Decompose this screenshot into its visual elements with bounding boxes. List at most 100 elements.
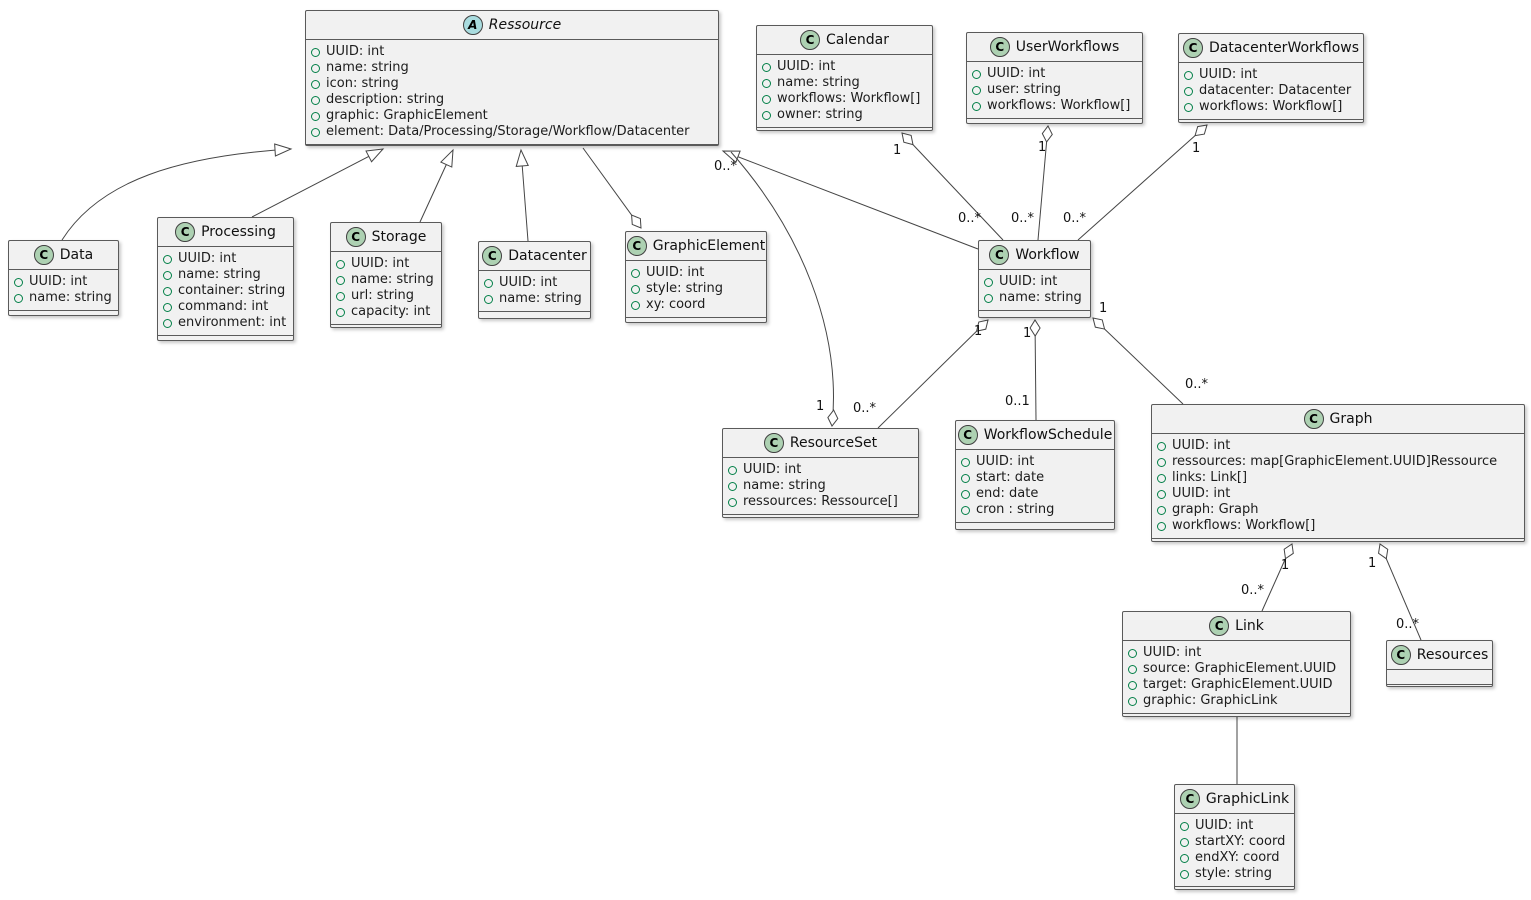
class-attribute: startXY: coord — [1180, 834, 1288, 850]
field-visibility-icon — [762, 62, 771, 72]
edge-calendar-workflow — [901, 132, 1004, 241]
field-visibility-icon — [762, 110, 771, 120]
field-visibility-icon — [336, 259, 345, 269]
class-methods-empty — [1387, 684, 1492, 691]
attribute-text: UUID: int — [29, 274, 88, 289]
field-visibility-icon — [984, 277, 993, 287]
field-visibility-icon — [336, 307, 345, 317]
class-icon: C — [1390, 645, 1411, 665]
class-attribute: icon: string — [311, 76, 712, 92]
attribute-text: name: string — [999, 290, 1082, 305]
class-icon: C — [763, 433, 784, 453]
class-icon: C — [1303, 409, 1324, 429]
attribute-text: end: date — [976, 486, 1039, 501]
class-attribute: name: string — [484, 291, 584, 307]
class-title: Storage — [371, 229, 427, 245]
class-attribute: graph: Graph — [1157, 502, 1518, 518]
class-attribute: graphic: GraphicElement — [311, 108, 712, 124]
multiplicity-label: 1 — [1038, 140, 1047, 155]
attribute-text: name: string — [29, 290, 112, 305]
field-visibility-icon — [163, 270, 172, 280]
class-attribute: description: string — [311, 92, 712, 108]
spot-letter: C — [769, 436, 779, 450]
class-attribute: xy: coord — [631, 297, 760, 313]
multiplicity-label: 1 — [1023, 326, 1032, 341]
class-icon: C — [33, 245, 54, 265]
attribute-text: workflows: Workflow[] — [987, 98, 1131, 113]
class-attribute: name: string — [14, 290, 112, 306]
field-visibility-icon — [484, 278, 493, 288]
field-visibility-icon — [631, 284, 640, 294]
spot-letter: C — [1309, 412, 1318, 426]
class-header: C Graph — [1152, 405, 1524, 434]
class-attribute: start: date — [961, 470, 1108, 486]
class-header: C Workflow — [979, 241, 1090, 270]
class-attribute: UUID: int — [972, 66, 1136, 82]
attribute-text: UUID: int — [351, 256, 410, 271]
attribute-text: startXY: coord — [1195, 834, 1286, 849]
class-methods-empty — [626, 317, 766, 324]
attribute-text: endXY: coord — [1195, 850, 1280, 865]
class-title: Data — [59, 247, 94, 263]
class-attribute: UUID: int — [762, 59, 926, 75]
class-attribute: end: date — [961, 486, 1108, 502]
multiplicity-label: 0..* — [1063, 211, 1087, 226]
field-visibility-icon — [972, 101, 981, 111]
class-header: C Calendar — [757, 26, 932, 55]
class-methods-empty — [158, 335, 293, 342]
field-visibility-icon — [972, 85, 981, 95]
spot-letter: C — [994, 248, 1004, 262]
multiplicity-label: 0..* — [1011, 211, 1035, 226]
edge-workflow-extends-ressource — [721, 150, 979, 250]
class-attribute: links: Link[] — [1157, 470, 1518, 486]
field-visibility-icon — [336, 291, 345, 301]
class-icon: C — [989, 37, 1010, 57]
field-visibility-icon — [311, 127, 320, 137]
class-attribute: UUID: int — [484, 275, 584, 291]
spot-letter: C — [487, 249, 497, 263]
class-attribute: UUID: int — [984, 274, 1084, 290]
class-title: WorkflowSchedule — [983, 427, 1113, 443]
class-graph: C Graph UUID: int ressources: map[Graphic… — [1151, 404, 1525, 542]
spot-letter: C — [1214, 619, 1224, 633]
class-title: Link — [1235, 618, 1264, 634]
attribute-text: target: GraphicElement.UUID — [1143, 677, 1333, 692]
attribute-text: UUID: int — [1143, 645, 1202, 660]
class-attribute: UUID: int — [163, 251, 287, 267]
edge-workflow-workflowschedule — [1029, 319, 1041, 421]
class-attributes: UUID: int ressources: map[GraphicElement.… — [1152, 434, 1524, 538]
field-visibility-icon — [311, 95, 320, 105]
attribute-text: graphic: GraphicLink — [1143, 693, 1278, 708]
attribute-text: user: string — [987, 82, 1061, 97]
class-attribute: cron : string — [961, 502, 1108, 518]
field-visibility-icon — [984, 293, 993, 303]
class-icon: C — [1209, 616, 1230, 636]
attribute-text: UUID: int — [1172, 486, 1231, 501]
multiplicity-label: 0..* — [1396, 617, 1420, 632]
class-methods-empty — [1179, 119, 1363, 126]
class-icon: C — [626, 236, 647, 256]
attribute-text: UUID: int — [178, 251, 237, 266]
attribute-text: ressources: map[GraphicElement.UUID]Ress… — [1172, 454, 1498, 469]
class-header: C Resources — [1387, 641, 1492, 670]
class-attribute: endXY: coord — [1180, 850, 1288, 866]
class-methods-empty — [723, 514, 918, 521]
class-attribute: graphic: GraphicLink — [1128, 693, 1344, 709]
class-resources: C Resources — [1386, 640, 1493, 687]
attribute-text: UUID: int — [646, 265, 705, 280]
class-attribute: capacity: int — [336, 304, 435, 320]
class-title: Workflow — [1015, 247, 1080, 263]
attribute-text: owner: string — [777, 107, 863, 122]
edge-datacenterworkflows-workflow — [1077, 124, 1208, 241]
attribute-text: workflows: Workflow[] — [1199, 99, 1343, 114]
edge-data-extends-ressource — [61, 143, 293, 241]
class-header: C Storage — [331, 223, 441, 252]
